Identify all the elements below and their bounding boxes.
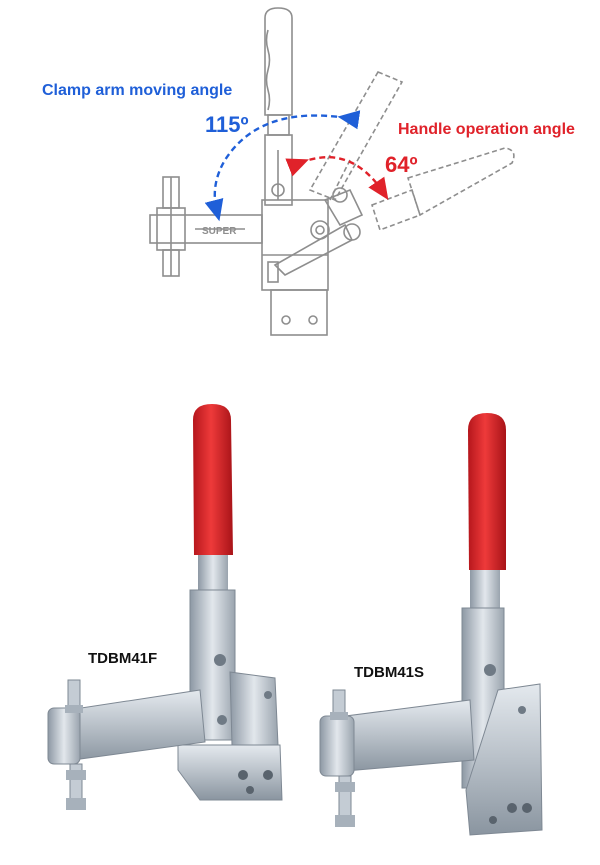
clamp-angle-diagram: SUPER bbox=[149, 7, 515, 336]
red-grip-icon bbox=[193, 404, 233, 555]
handle-angle-arc bbox=[285, 156, 389, 200]
handle-angle-label: Handle operation angle bbox=[398, 121, 575, 138]
model-label-tdbm41s: TDBM41S bbox=[354, 664, 425, 681]
clamp-arm-angle-label: Clamp arm moving angle bbox=[42, 82, 233, 99]
clamp-arm-angle-arc bbox=[204, 110, 361, 222]
product-tdbm41f-image bbox=[47, 404, 283, 810]
brand-mark: SUPER bbox=[202, 226, 237, 237]
clamp-body-outline bbox=[261, 199, 329, 336]
handle-angle-value: 64º bbox=[385, 152, 418, 177]
clamp-arm-angle-value: 115º bbox=[205, 112, 249, 137]
product-tdbm41s-image bbox=[319, 413, 543, 836]
red-grip-icon bbox=[468, 413, 506, 570]
model-label-tdbm41f: TDBM41F bbox=[88, 650, 158, 667]
